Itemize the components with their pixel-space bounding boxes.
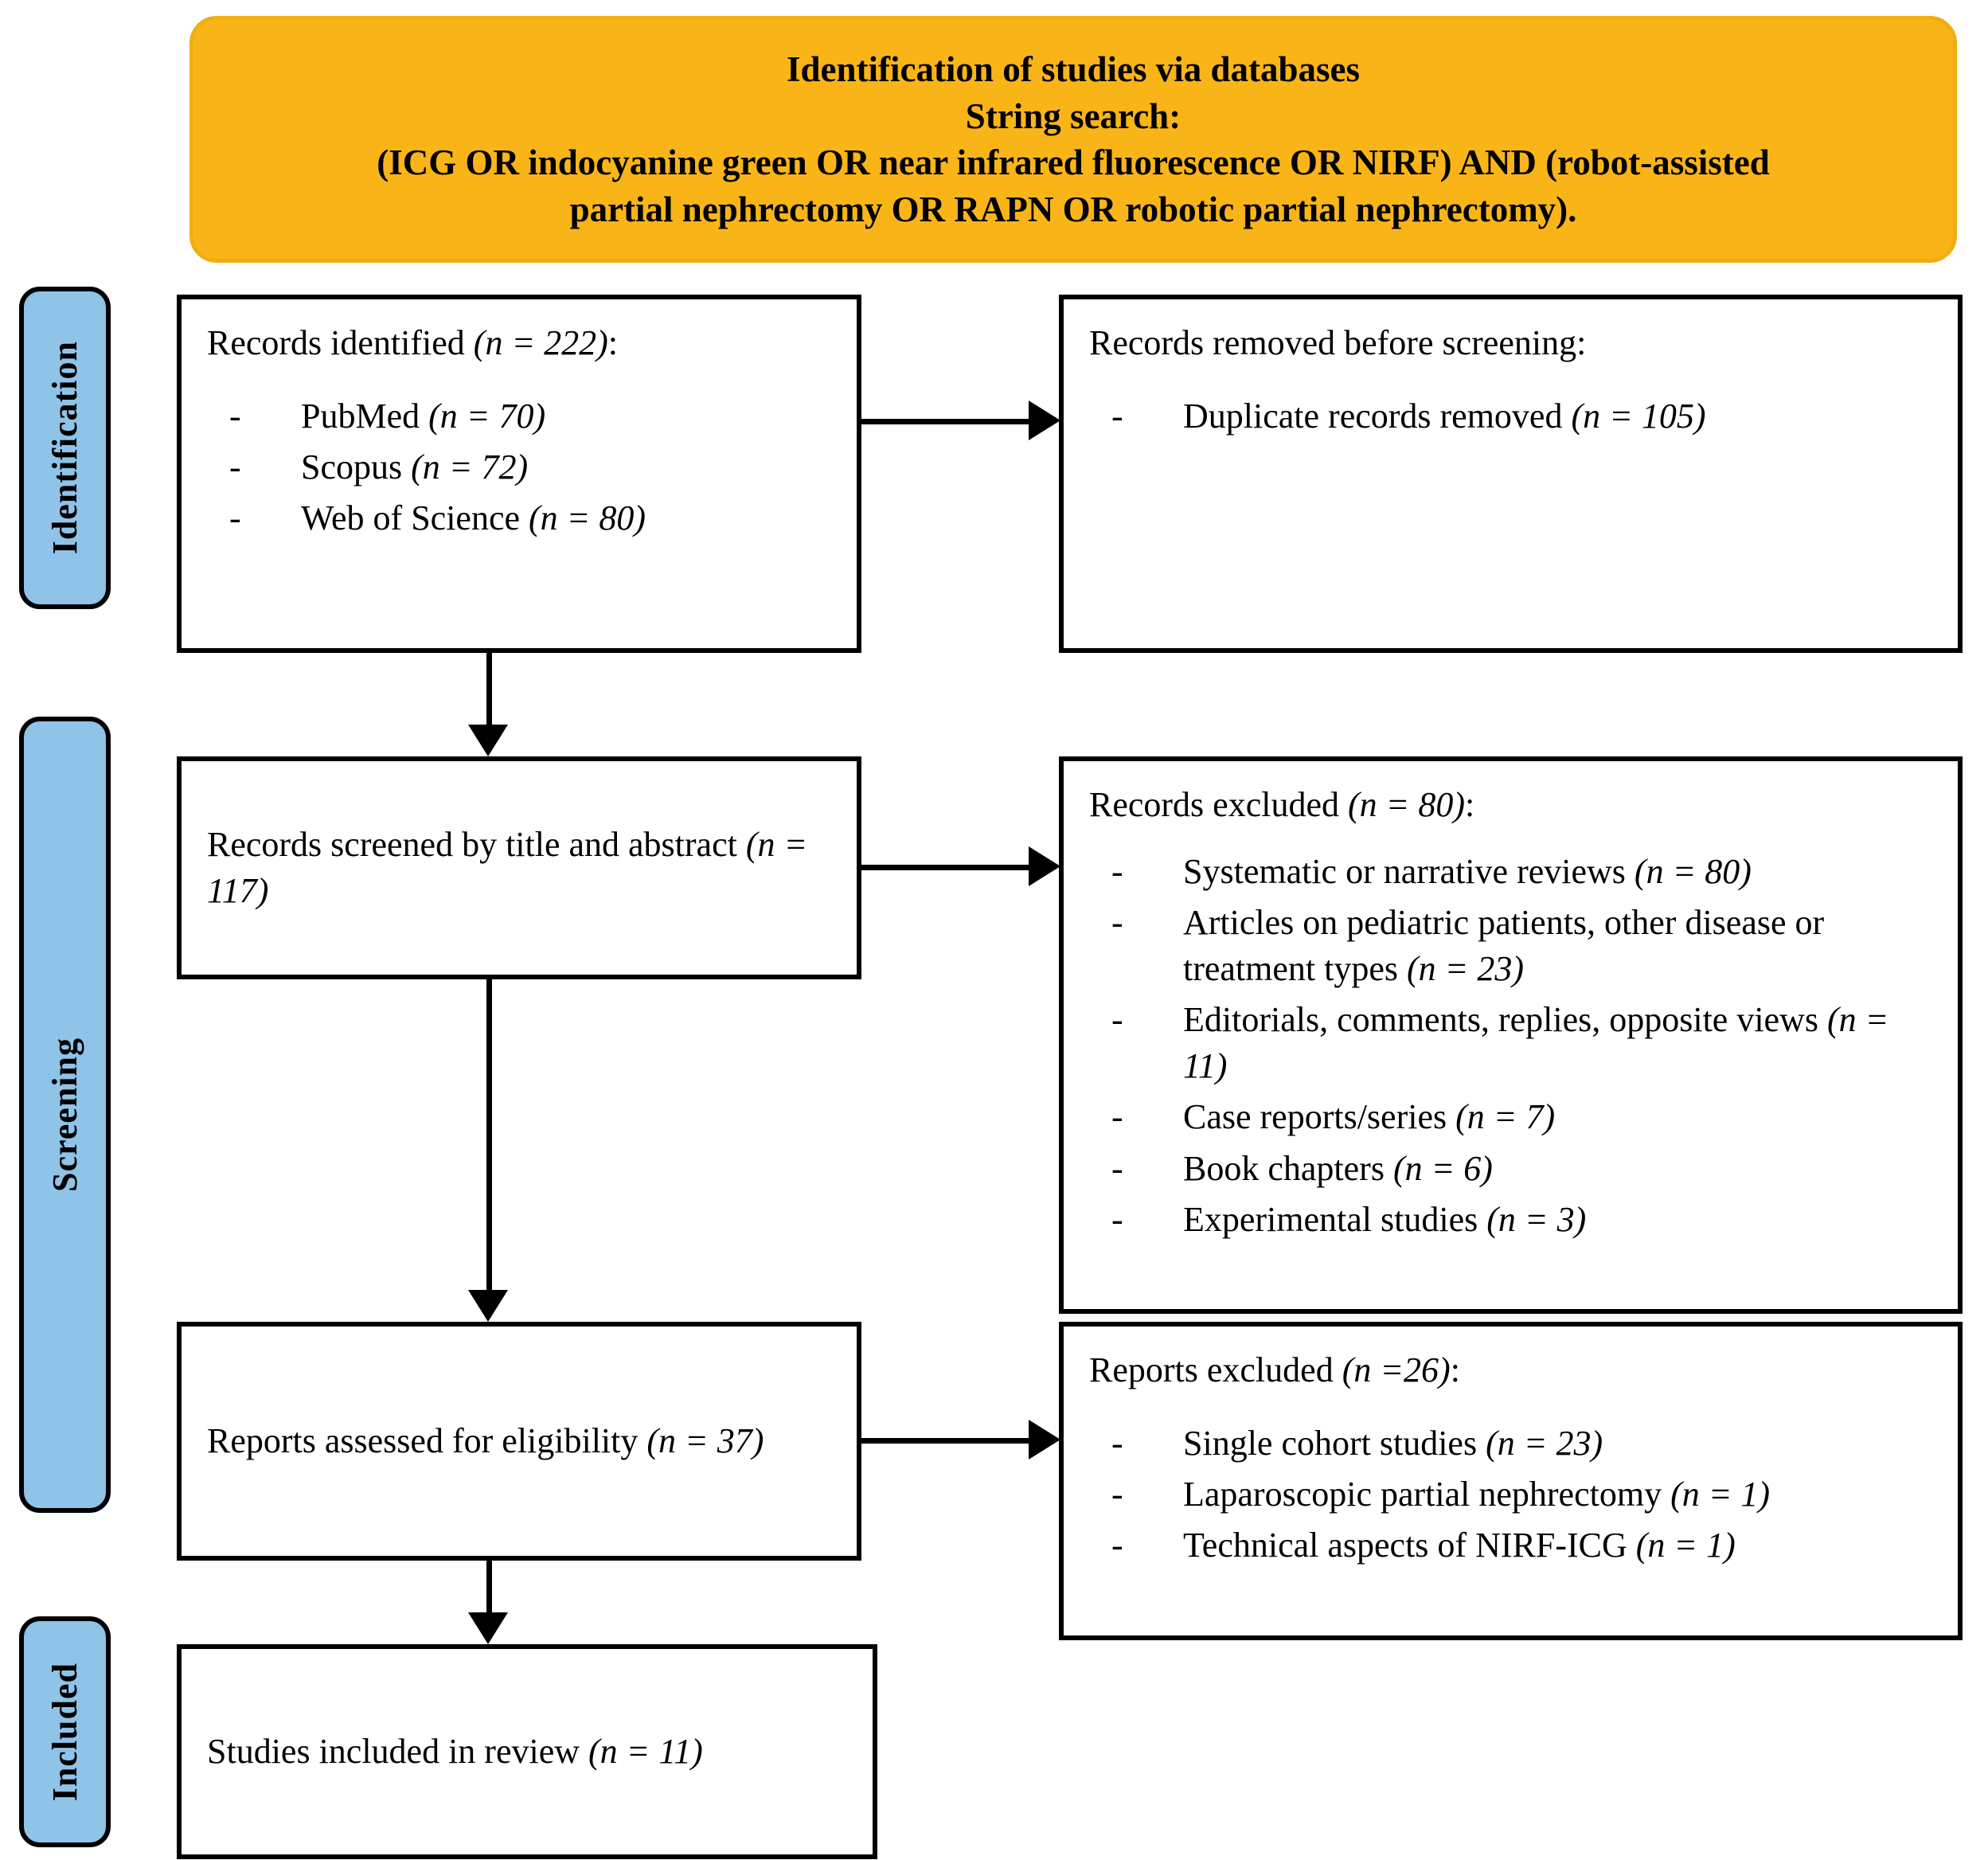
list-item: PubMed (n = 70)	[229, 393, 831, 440]
banner-line-title: Identification of studies via databases	[786, 49, 1361, 89]
box-records-identified: Records identified (n = 222): PubMed (n …	[177, 295, 861, 653]
records-removed-title: Records removed before screening:	[1089, 323, 1587, 362]
list-item: Web of Science (n = 80)	[229, 495, 831, 541]
arrow-identified-to-removed	[861, 398, 1060, 446]
list-item: Articles on pediatric patients, other di…	[1111, 900, 1932, 992]
banner-line-search: String search:	[965, 96, 1181, 136]
list-item: Systematic or narrative reviews (n = 80)	[1111, 849, 1932, 895]
records-identified-sources: PubMed (n = 70) Scopus (n = 72) Web of S…	[207, 393, 831, 541]
stage-label-identification: Identification	[45, 341, 84, 555]
arrow-head-down-icon	[468, 1290, 508, 1322]
records-excluded-title: Records excluded (n = 80):	[1089, 785, 1475, 824]
list-item: Experimental studies (n = 3)	[1111, 1197, 1932, 1243]
arrow-head-down-icon	[468, 1612, 508, 1644]
list-item: Scopus (n = 72)	[229, 444, 831, 490]
reports-excluded-title: Reports excluded (n =26):	[1089, 1350, 1460, 1389]
arrow-shaft	[861, 1438, 1030, 1444]
arrow-screened-to-eligibility	[466, 979, 514, 1322]
reports-eligibility-title: Reports assessed for eligibility (n = 37…	[207, 1420, 764, 1460]
arrow-shaft	[486, 979, 492, 1291]
search-strategy-banner: Identification of studies via databases …	[189, 16, 1957, 263]
records-screened-title: Records screened by title and abstract (…	[207, 824, 808, 910]
arrow-screened-to-records-excluded	[861, 844, 1060, 892]
box-reports-assessed-eligibility: Reports assessed for eligibility (n = 37…	[177, 1322, 861, 1561]
arrow-eligibility-to-included	[466, 1561, 514, 1644]
box-records-screened: Records screened by title and abstract (…	[177, 756, 861, 979]
arrow-eligibility-to-reports-excluded	[861, 1417, 1060, 1465]
studies-included-title: Studies included in review (n = 11)	[207, 1731, 703, 1771]
arrow-shaft	[861, 419, 1030, 424]
box-reports-excluded: Reports excluded (n =26): Single cohort …	[1059, 1322, 1963, 1640]
list-item: Laparoscopic partial nephrectomy (n = 1)	[1111, 1471, 1932, 1518]
arrow-shaft	[861, 865, 1030, 870]
box-records-removed: Records removed before screening: Duplic…	[1059, 295, 1963, 653]
stage-rail-included: Included	[19, 1616, 111, 1847]
banner-line-query-2: partial nephrectomy OR RAPN OR robotic p…	[569, 189, 1577, 229]
reports-excluded-reasons: Single cohort studies (n = 23) Laparosco…	[1089, 1420, 1932, 1569]
box-studies-included: Studies included in review (n = 11)	[177, 1644, 877, 1859]
stage-label-screening: Screening	[45, 1037, 84, 1192]
stage-rail-screening: Screening	[19, 717, 111, 1513]
records-excluded-reasons: Systematic or narrative reviews (n = 80)…	[1089, 849, 1932, 1243]
list-item: Case reports/series (n = 7)	[1111, 1094, 1932, 1140]
banner-line-query-1: (ICG OR indocyanine green OR near infrar…	[377, 143, 1770, 182]
arrow-shaft	[486, 1561, 492, 1614]
arrow-shaft	[486, 653, 492, 726]
records-removed-reasons: Duplicate records removed (n = 105)	[1089, 393, 1932, 440]
list-item: Single cohort studies (n = 23)	[1111, 1420, 1932, 1467]
list-item: Technical aspects of NIRF-ICG (n = 1)	[1111, 1522, 1932, 1569]
stage-label-included: Included	[45, 1662, 84, 1802]
arrow-identified-to-screened	[466, 653, 514, 756]
list-item: Editorials, comments, replies, opposite …	[1111, 997, 1932, 1089]
stage-rail-identification: Identification	[19, 287, 111, 609]
records-identified-title: Records identified (n = 222):	[207, 323, 619, 362]
arrow-head-right-icon	[1029, 846, 1060, 886]
list-item: Book chapters (n = 6)	[1111, 1146, 1932, 1192]
arrow-head-right-icon	[1029, 401, 1060, 440]
arrow-head-down-icon	[468, 725, 508, 756]
box-records-excluded: Records excluded (n = 80): Systematic or…	[1059, 756, 1963, 1314]
arrow-head-right-icon	[1029, 1420, 1060, 1459]
list-item: Duplicate records removed (n = 105)	[1111, 393, 1932, 440]
